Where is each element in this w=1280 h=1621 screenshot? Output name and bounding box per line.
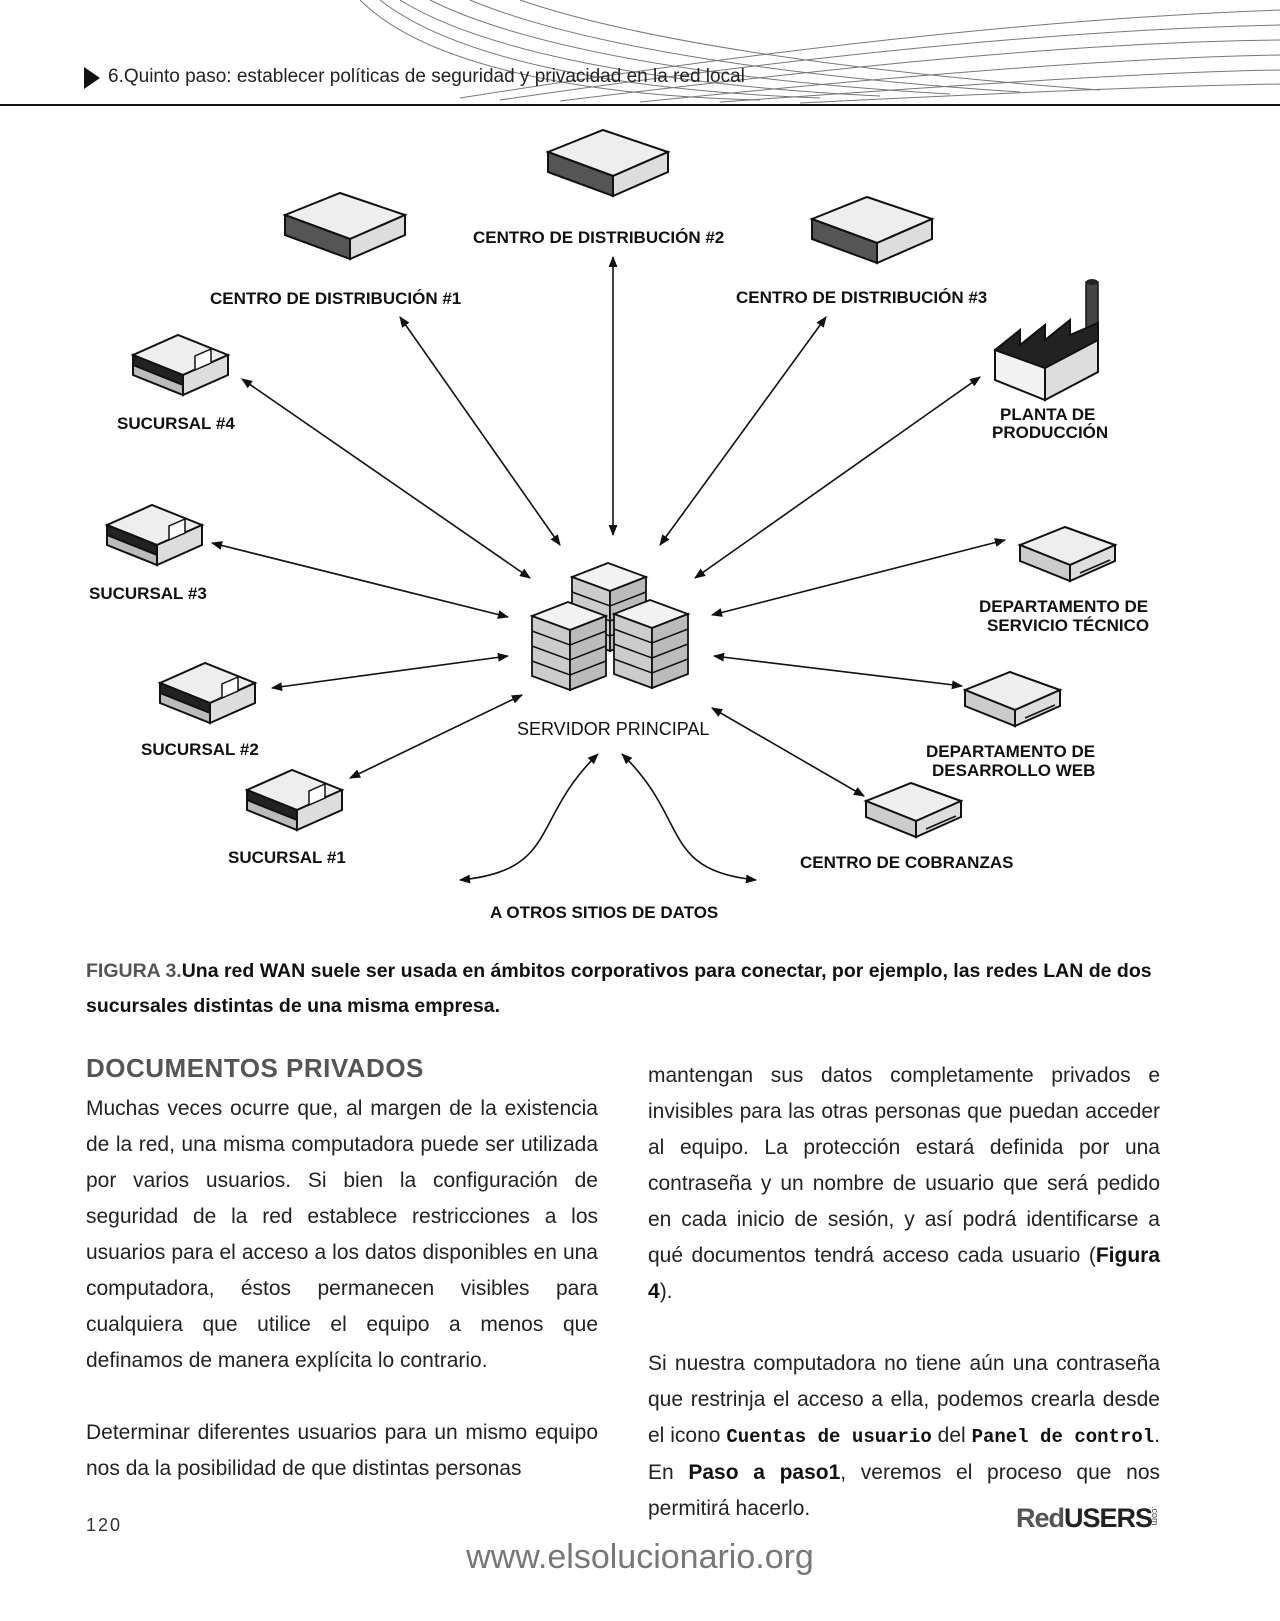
figure-number: FIGURA 3. xyxy=(86,960,182,982)
label-ddw-line2: DESARROLLO WEB xyxy=(932,761,1095,780)
label-ddw-line1: DEPARTAMENTO DE xyxy=(926,742,1095,761)
label-otros: A OTROS SITIOS DE DATOS xyxy=(490,903,718,922)
section-title: DOCUMENTOS PRIVADOS xyxy=(86,1053,424,1083)
main-server-icon xyxy=(531,562,689,691)
figure-reference: Figura 4 xyxy=(648,1244,1160,1303)
brand-logo: RedUSERS xyxy=(1016,1503,1153,1533)
paragraph: Muchas veces ocurre que, al margen de la… xyxy=(86,1097,598,1372)
paragraph: mantengan sus datos completamente privad… xyxy=(648,1064,1160,1303)
figure-caption-text: Una red WAN suele ser usada en ámbitos c… xyxy=(86,960,1152,1017)
label-dst-line2: SERVICIO TÉCNICO xyxy=(987,616,1149,635)
page-number: 120 xyxy=(86,1515,123,1535)
ui-term-user-accounts: Cuentas de usuario xyxy=(726,1426,932,1448)
running-header: 6.Quinto paso: establecer políticas de s… xyxy=(108,66,745,87)
branch-3-icon xyxy=(106,504,203,566)
paragraph: Determinar diferentes usuarios para un m… xyxy=(86,1421,598,1480)
ui-term-control-panel: Panel de control xyxy=(971,1426,1155,1448)
body-column-right: mantengan sus datos completamente privad… xyxy=(648,1058,1160,1563)
header-decoration xyxy=(359,0,1280,104)
branch-2-icon xyxy=(159,662,256,724)
distribution-center-3-icon xyxy=(811,196,933,264)
label-server: SERVIDOR PRINCIPAL xyxy=(517,719,709,739)
header-arrow-icon xyxy=(84,67,100,89)
collections-center-icon xyxy=(865,782,962,838)
label-planta-line2: PRODUCCIÓN xyxy=(992,423,1108,442)
brand-logo-suffix: .com xyxy=(1150,1506,1160,1526)
header-rule xyxy=(0,104,1280,106)
label-suc2: SUCURSAL #2 xyxy=(141,740,259,759)
label-cd1: CENTRO DE DISTRIBUCIÓN #1 xyxy=(210,289,461,308)
connection-arrows xyxy=(210,255,1007,884)
watermark: www.elsolucionario.org xyxy=(466,1538,814,1576)
label-cd3: CENTRO DE DISTRIBUCIÓN #3 xyxy=(736,288,987,307)
label-suc1: SUCURSAL #1 xyxy=(228,848,346,867)
distribution-center-1-icon xyxy=(284,192,406,260)
branch-4-icon xyxy=(132,334,229,396)
branch-1-icon xyxy=(246,769,343,831)
label-cd2: CENTRO DE DISTRIBUCIÓN #2 xyxy=(473,228,724,247)
body-column-left: Muchas veces ocurre que, al margen de la… xyxy=(86,1091,598,1523)
label-suc4: SUCURSAL #4 xyxy=(117,414,235,433)
label-suc3: SUCURSAL #3 xyxy=(89,584,207,603)
step-reference: Paso a paso1 xyxy=(688,1461,841,1484)
web-dev-dept-icon xyxy=(964,671,1061,727)
wan-network-diagram: CENTRO DE DISTRIBUCIÓN #2 CENTRO DE DIST… xyxy=(89,129,1149,922)
label-dst-line1: DEPARTAMENTO DE xyxy=(979,597,1148,616)
tech-service-dept-icon xyxy=(1019,526,1116,582)
factory-icon xyxy=(994,279,1099,402)
label-cobranzas: CENTRO DE COBRANZAS xyxy=(800,853,1013,872)
distribution-center-2-icon xyxy=(547,129,669,197)
figure-caption: FIGURA 3.Una red WAN suele ser usada en … xyxy=(86,954,1186,1024)
paragraph: Si nuestra computadora no tiene aún una … xyxy=(648,1352,1160,1520)
label-planta-line1: PLANTA DE xyxy=(1000,405,1095,424)
